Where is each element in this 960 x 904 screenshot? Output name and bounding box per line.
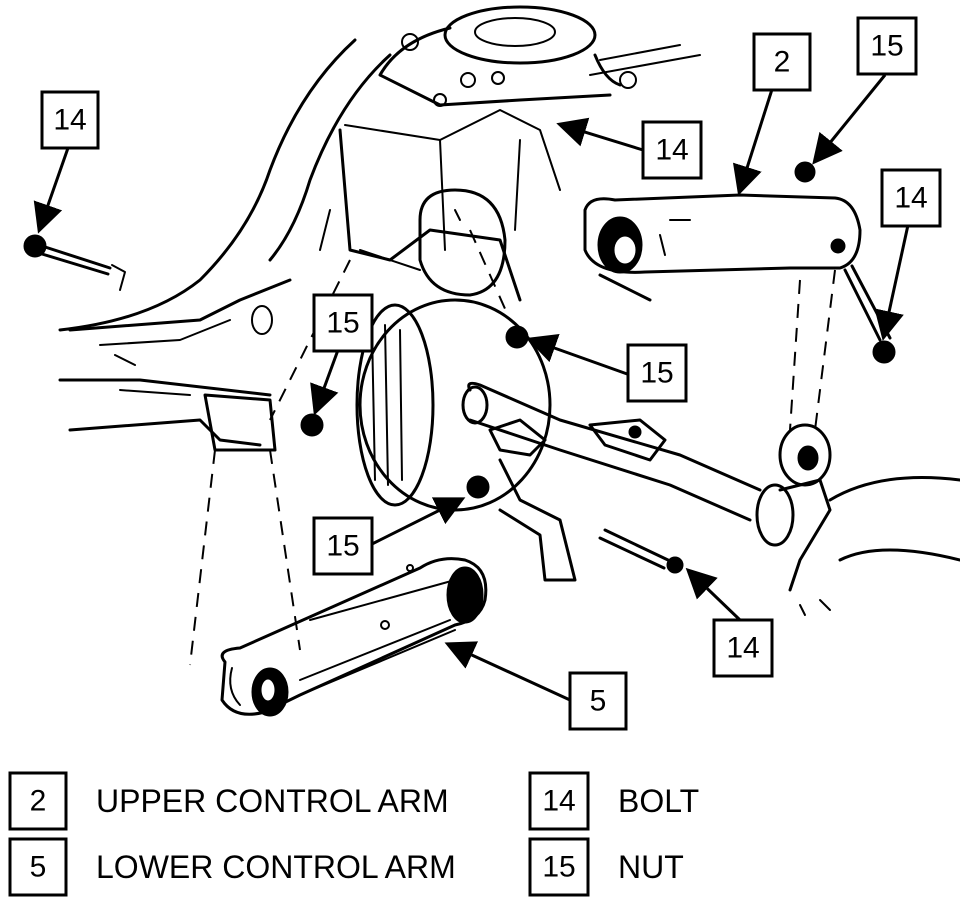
callout-15-hub-bottom: 15 <box>312 516 374 576</box>
legend: 2 UPPER CONTROL ARM 5 LOWER CONTROL ARM … <box>8 771 699 897</box>
upper-control-arm-drawing <box>583 161 896 431</box>
callout-14-left: 14 <box>40 90 100 150</box>
callout-14-top: 14 <box>641 120 703 180</box>
callout-label: 5 <box>590 685 607 718</box>
callout-label: 14 <box>894 182 927 215</box>
leader-arrows <box>33 74 910 702</box>
legend-item-upper-control-arm: 2 UPPER CONTROL ARM <box>8 771 449 831</box>
callout-label: 15 <box>326 307 359 340</box>
hub-knuckle-drawing <box>300 229 960 616</box>
callout-label: 15 <box>640 357 673 390</box>
callout-label: 14 <box>53 104 86 137</box>
callout-label: 14 <box>726 632 759 665</box>
lower-control-arm-drawing <box>220 557 488 717</box>
legend-item-lower-control-arm: 5 LOWER CONTROL ARM <box>8 837 456 897</box>
legend-text: UPPER CONTROL ARM <box>96 783 449 819</box>
callout-14-right: 14 <box>880 168 942 228</box>
body-frame-drawing <box>23 5 701 666</box>
legend-item-bolt: 14 BOLT <box>528 771 699 831</box>
legend-text: BOLT <box>618 783 699 819</box>
callout-label: 2 <box>774 46 791 79</box>
callout-15-hub-top: 15 <box>626 343 688 403</box>
callout-label: 15 <box>870 30 903 63</box>
legend-text: LOWER CONTROL ARM <box>96 849 456 885</box>
callout-label: 14 <box>655 134 688 167</box>
legend-item-nut: 15 NUT <box>528 837 684 897</box>
legend-number: 15 <box>542 851 575 884</box>
callout-15-frame: 15 <box>312 293 374 353</box>
callout-15-top-right: 15 <box>856 16 918 76</box>
legend-text: NUT <box>618 849 684 885</box>
legend-number: 2 <box>30 785 47 818</box>
callout-label: 15 <box>326 530 359 563</box>
legend-number: 5 <box>30 851 47 884</box>
callout-2-upper-arm: 2 <box>752 32 812 92</box>
callout-14-bottom: 14 <box>712 618 774 678</box>
legend-number: 14 <box>542 785 575 818</box>
callout-5-lower-arm: 5 <box>568 671 628 731</box>
